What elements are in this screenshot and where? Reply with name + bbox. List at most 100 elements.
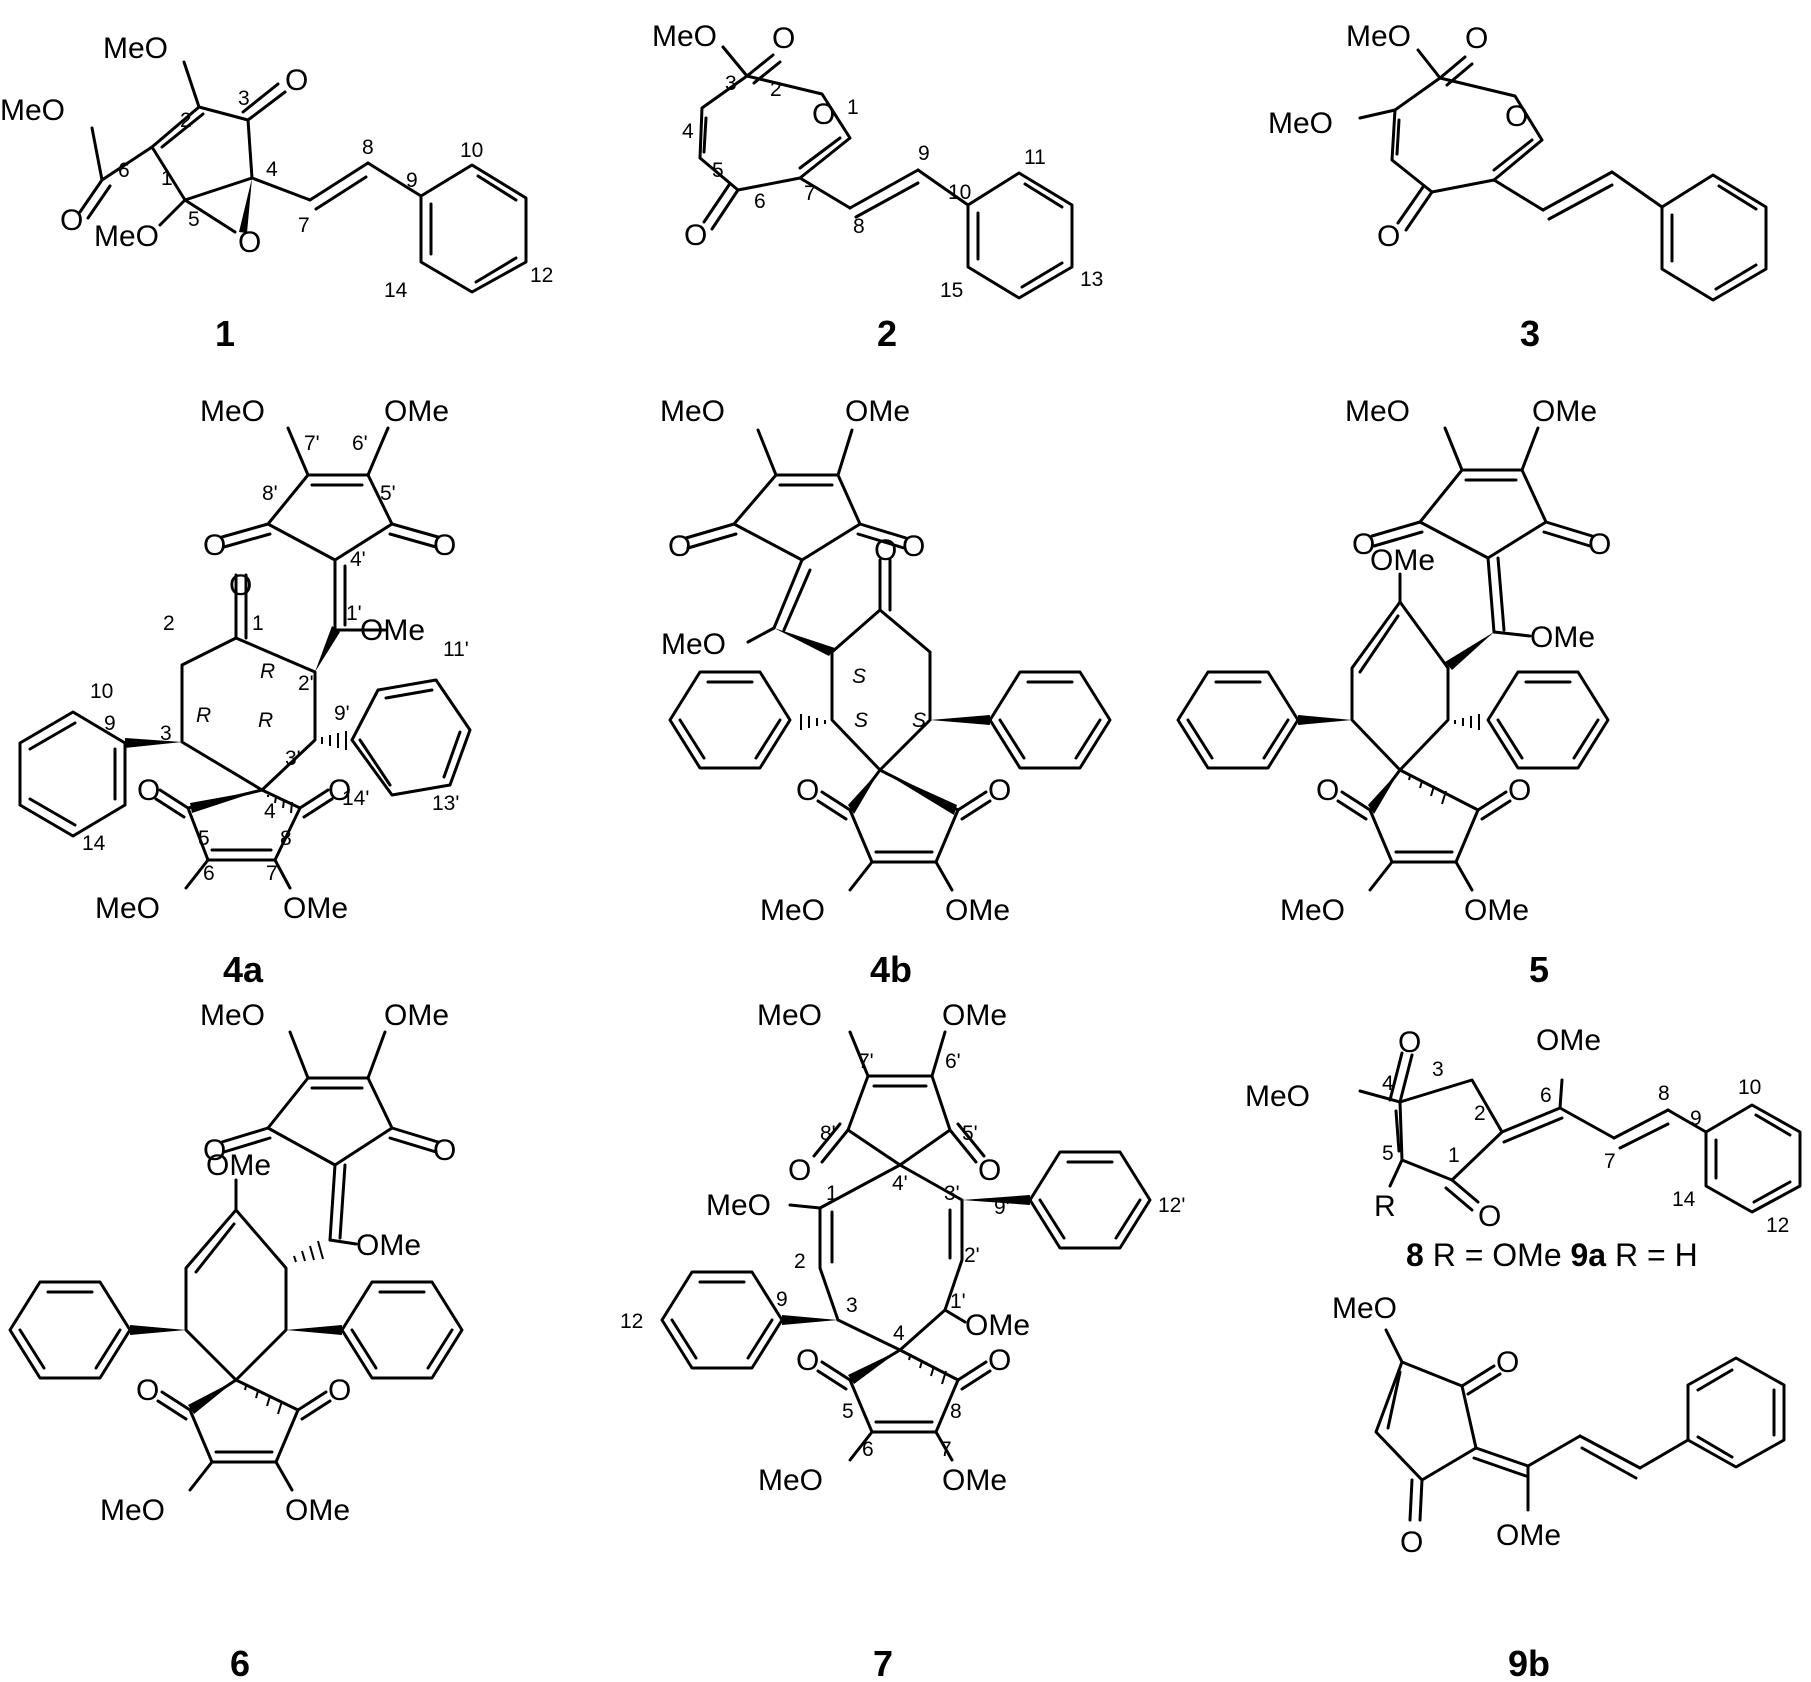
atom-number: 4 <box>682 120 694 143</box>
atom-number: 4 <box>264 800 276 823</box>
group-label: O <box>229 569 252 602</box>
compound-9b-labels: MeO OMe O O 9b <box>1332 1292 1561 1682</box>
atom-number: 5 <box>188 208 200 231</box>
group-label: O <box>1505 100 1528 133</box>
group-label: OMe <box>945 894 1010 927</box>
compound-8-structure <box>1358 1051 1802 1214</box>
group-label: MeO <box>0 94 65 127</box>
atom-number: 7 <box>1604 1150 1616 1173</box>
group-label: O <box>1352 528 1375 561</box>
atom-number: 11 <box>1024 146 1046 169</box>
atom-number: 14 <box>82 832 106 855</box>
atom-number: 11' <box>443 638 469 661</box>
atom-number: 3' <box>944 1182 960 1205</box>
group-label: O <box>1588 528 1611 561</box>
atom-number: 7' <box>304 432 320 455</box>
stereo-label: S <box>852 665 866 688</box>
group-label: MeO <box>1346 20 1411 53</box>
atom-number: 4 <box>893 1322 905 1345</box>
compound-6-structure <box>8 1030 464 1492</box>
group-label: O <box>902 530 925 563</box>
group-label: OMe <box>1530 621 1595 654</box>
atom-number: 14 <box>1672 1188 1696 1211</box>
caption-part: R = OMe <box>1424 1237 1571 1273</box>
atom-number: 7' <box>858 1050 874 1073</box>
atom-number: 1 <box>252 612 264 635</box>
atom-number: 8' <box>262 482 278 505</box>
group-label: O <box>796 774 819 807</box>
atom-number: 10 <box>460 139 483 162</box>
compound-5-structure <box>1176 426 1610 892</box>
atom-number: 6' <box>352 432 368 455</box>
atom-number: 7 <box>804 182 816 205</box>
group-label: O <box>988 1344 1011 1377</box>
compound-caption: 8 R = OMe 9a R = H <box>1406 1237 1698 1273</box>
group-label: O <box>1377 220 1400 253</box>
group-label: MeO <box>1332 1292 1397 1325</box>
group-label: MeO <box>200 395 265 428</box>
atom-number: 9' <box>334 702 350 725</box>
group-label: OMe <box>1496 1519 1561 1552</box>
group-label: OMe <box>1532 395 1597 428</box>
group-label: OMe <box>356 1229 421 1262</box>
group-label: O <box>772 22 795 55</box>
group-label: O <box>812 98 835 131</box>
group-label: MeO <box>706 1189 771 1222</box>
group-label: OMe <box>845 395 910 428</box>
compound-4b-structure <box>668 428 1112 892</box>
compound-6-labels: MeO OMe OMe OMe MeO OMe O O O O 6 <box>100 999 456 1682</box>
group-label: O <box>328 774 351 807</box>
atom-number: 14' <box>342 787 369 810</box>
atom-number: 8 <box>1658 1082 1670 1105</box>
compound-5-labels: MeO OMe OMe OMe MeO OMe O O O O 5 <box>1280 395 1611 990</box>
group-label: R <box>1374 1190 1396 1223</box>
atom-number: 3 <box>238 87 250 110</box>
compound-2-labels: MeO O O O 1 2 3 4 5 6 7 8 9 10 11 13 15 … <box>652 20 1103 354</box>
stereo-label: R <box>258 709 273 732</box>
atom-number: 15 <box>940 279 963 302</box>
atom-number: 5' <box>962 1122 978 1145</box>
group-label: OMe <box>283 892 348 925</box>
group-label: OMe <box>942 999 1007 1032</box>
compound-7-labels: MeO OMe MeO OMe MeO OMe O O O O 1 2 3 4 … <box>620 999 1185 1682</box>
group-label: OMe <box>360 614 425 647</box>
atom-number: 1' <box>950 1290 966 1313</box>
atom-number: 9 <box>918 142 930 165</box>
atom-number: 4' <box>892 1172 908 1195</box>
atom-number: 2 <box>180 109 192 132</box>
group-label: OMe <box>965 1309 1030 1342</box>
atom-number: 8 <box>853 215 865 238</box>
atom-number: 4' <box>350 548 366 571</box>
atom-number: 1 <box>847 96 859 119</box>
atom-number: 8 <box>950 1400 962 1423</box>
atom-number: 1 <box>1448 1144 1460 1167</box>
compound-7-structure <box>660 1030 1152 1462</box>
atom-number: 1' <box>346 602 362 625</box>
group-label: OMe <box>384 395 449 428</box>
atom-number: 6 <box>1540 1084 1552 1107</box>
compound-id: 4a <box>223 949 264 990</box>
group-label: MeO <box>1280 894 1345 927</box>
atom-number: 12 <box>620 1310 643 1333</box>
atom-number: 2 <box>1474 1102 1486 1125</box>
atom-number: 9 <box>1690 1107 1702 1130</box>
group-label: O <box>1478 1200 1501 1233</box>
atom-number: 6 <box>118 159 130 182</box>
atom-number: 8' <box>820 1122 836 1145</box>
group-label: O <box>988 774 1011 807</box>
atom-number: 6 <box>862 1438 874 1461</box>
compound-id: 5 <box>1529 949 1549 990</box>
caption-part: 8 <box>1406 1237 1424 1273</box>
atom-number: 6' <box>945 1050 961 1073</box>
group-label: OMe <box>206 1149 271 1182</box>
compound-id: 6 <box>230 1643 250 1682</box>
group-label: MeO <box>1345 395 1410 428</box>
compound-4a-structure <box>18 426 472 890</box>
atom-number: 9' <box>994 1196 1010 1219</box>
group-label: MeO <box>660 395 725 428</box>
atom-number: 2 <box>794 1250 806 1273</box>
group-label: MeO <box>95 892 160 925</box>
atom-number: 8 <box>362 136 374 159</box>
compound-id: 1 <box>215 313 235 354</box>
